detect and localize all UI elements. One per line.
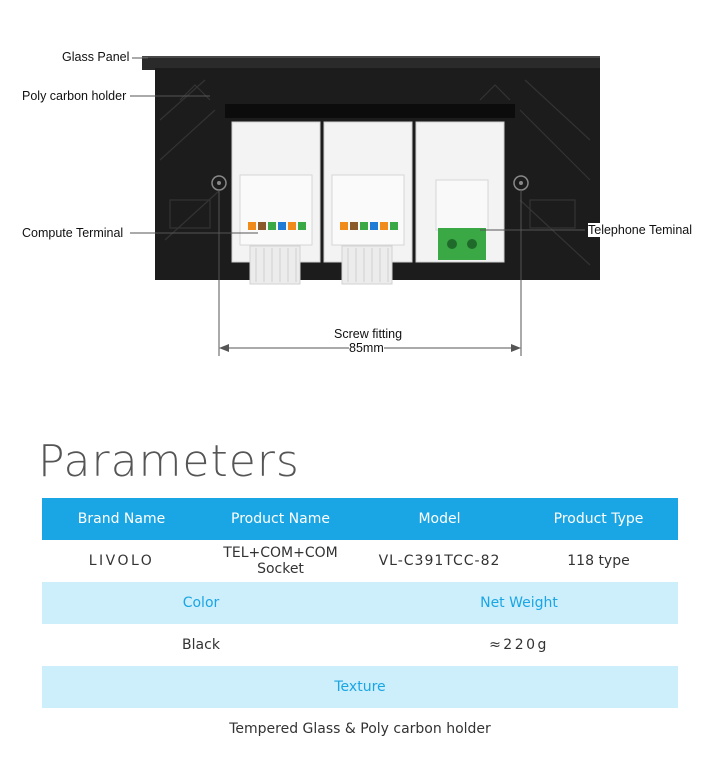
sub-values-row-2: Tempered Glass & Poly carbon holder: [42, 708, 678, 750]
callout-screw-fitting: Screw fitting: [334, 327, 403, 341]
parameters-table: Brand Name Product Name Model Product Ty…: [42, 498, 678, 750]
product-diagram: Glass Panel Poly carbon holder Compute T…: [22, 50, 693, 356]
value-color: Black: [182, 637, 220, 653]
telephone-module: [415, 121, 505, 263]
sub-values-row-1: Black ≈220g: [42, 624, 678, 666]
computer-module-1: [231, 121, 321, 285]
sub-header-row-2: Texture: [42, 666, 678, 708]
parameters-title: Parameters: [38, 436, 300, 487]
header-row: Brand Name Product Name Model Product Ty…: [42, 498, 678, 540]
value-brand-name: LIVOLO: [88, 553, 155, 569]
computer-module-2: [323, 121, 413, 285]
glass-panel: [142, 56, 600, 70]
callout-poly-carbon-holder: Poly carbon holder: [22, 89, 127, 103]
callout-glass-panel: Glass Panel: [62, 50, 130, 64]
header-color: Color: [182, 595, 220, 611]
callout-screw-distance: 85mm: [349, 341, 384, 355]
value-product-name: TEL+COM+COM Socket: [223, 545, 338, 577]
header-product-name: Product Name: [231, 511, 330, 527]
callout-compute-terminal: Compute Terminal: [22, 226, 124, 240]
socket-rear-view: [130, 56, 600, 356]
back-texture: [159, 79, 591, 266]
header-model: Model: [418, 511, 461, 527]
header-texture: Texture: [334, 679, 386, 695]
header-net-weight: Net Weight: [480, 595, 558, 611]
callout-telephone-terminal: Telephone Teminal: [588, 223, 693, 237]
value-model: VL-C391TCC-82: [378, 553, 501, 569]
values-row: LIVOLO TEL+COM+COM Socket VL-C391TCC-82 …: [42, 540, 678, 582]
value-product-type: 118 type: [567, 553, 630, 569]
header-product-type: Product Type: [553, 511, 644, 527]
value-net-weight: ≈220g: [489, 637, 549, 653]
header-brand-name: Brand Name: [77, 511, 166, 527]
sub-header-row-1: Color Net Weight: [42, 582, 678, 624]
value-texture: Tempered Glass & Poly carbon holder: [229, 721, 491, 737]
